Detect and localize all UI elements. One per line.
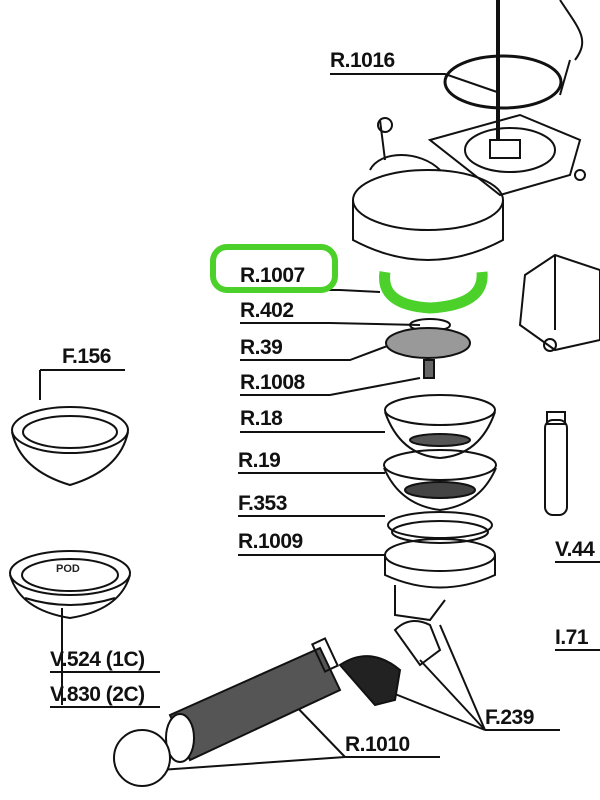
part-group-head (352, 113, 586, 261)
label-r1008: R.1008 (240, 371, 305, 394)
label-r39: R.39 (240, 336, 283, 359)
label-r1016: R.1016 (330, 49, 395, 72)
part-r1009-portafilter (338, 538, 496, 707)
label-v524: V.524 (1C) (50, 648, 145, 671)
part-r39-screen (385, 318, 471, 379)
label-pod: POD (56, 563, 80, 575)
part-r1016-gasket (443, 0, 584, 140)
label-r18: R.18 (240, 407, 283, 430)
label-f353: F.353 (238, 492, 287, 515)
label-r402: R.402 (240, 299, 294, 322)
part-r18-basket (384, 394, 496, 460)
label-r1009: R.1009 (238, 530, 303, 553)
label-r19: R.19 (238, 449, 281, 472)
highlight-box (210, 244, 338, 293)
part-pod-basket (9, 550, 131, 620)
label-v44: V.44 (555, 538, 595, 561)
part-r1010-tamper (113, 637, 342, 787)
label-f156: F.156 (62, 345, 111, 368)
label-v830: V.830 (2C) (50, 683, 145, 706)
label-r1010: R.1010 (345, 733, 410, 756)
part-r19-basket (383, 449, 497, 512)
label-i71: I.71 (555, 626, 589, 649)
leader-lines (39, 73, 600, 771)
part-v44 (544, 411, 568, 516)
part-r1007-gasket (379, 271, 488, 314)
part-solenoid-valve (518, 253, 600, 352)
label-f239: F.239 (485, 706, 534, 729)
part-f156-basket (11, 406, 129, 487)
label-r1007: R.1007 (240, 264, 305, 287)
